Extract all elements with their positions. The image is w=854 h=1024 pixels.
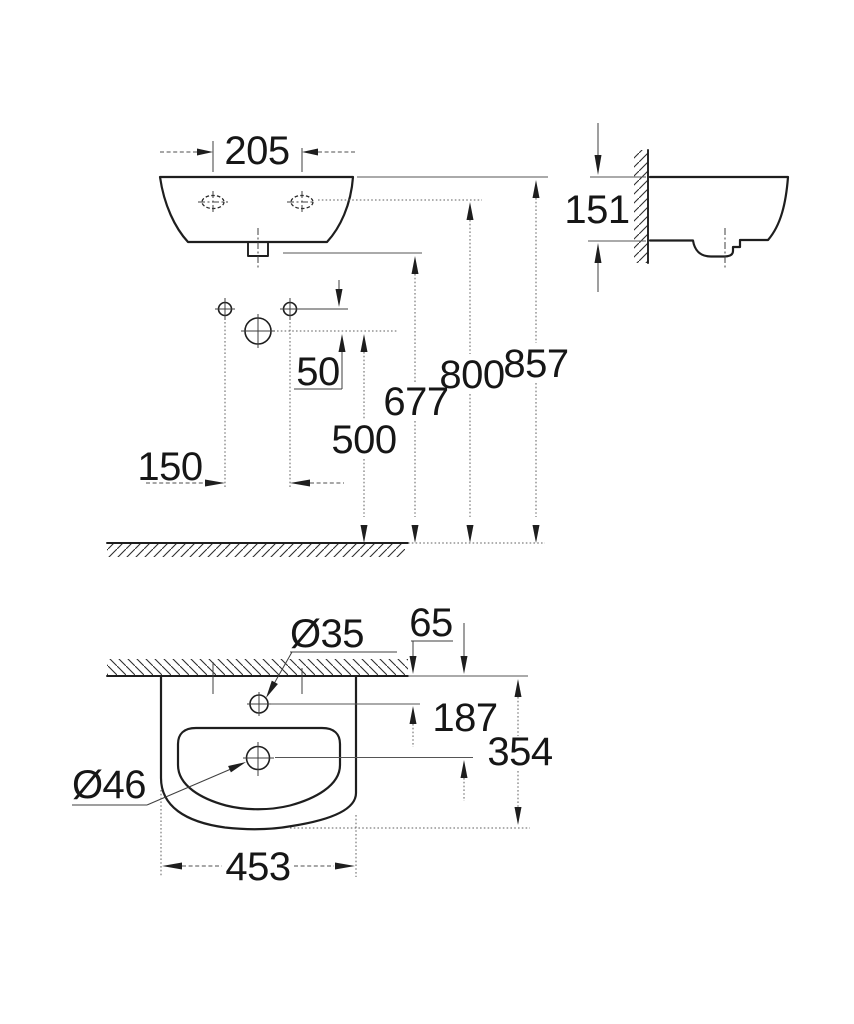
wall-hatch-plan	[107, 659, 408, 676]
arrowhead-up	[514, 679, 522, 697]
arrowhead-down	[466, 525, 474, 543]
dim-800-label: 800	[439, 353, 504, 397]
dim-500-label: 500	[331, 418, 396, 462]
leader-arrowhead	[228, 762, 246, 773]
arrowhead-down	[460, 656, 468, 674]
arrowhead-up	[532, 180, 540, 198]
dim-dia46-label: Ø46	[72, 763, 146, 807]
dimension-50: 50	[294, 280, 346, 394]
arrowhead-down	[360, 525, 368, 543]
wall-hatch-side	[634, 150, 648, 263]
dim-50-label: 50	[296, 350, 340, 394]
arrowhead-left	[290, 479, 310, 487]
dimension-205: 205	[160, 129, 355, 173]
leader-arrowhead	[266, 680, 278, 698]
dim-205-label: 205	[224, 129, 289, 173]
dim-150-label: 150	[137, 445, 202, 489]
leader-dia35: Ø35	[266, 612, 397, 698]
dim-354-label: 354	[487, 730, 552, 774]
dim-dia35-label: Ø35	[290, 612, 364, 656]
dim-857-label: 857	[503, 342, 568, 386]
arrowhead-up	[594, 243, 602, 263]
arrowhead-right	[335, 862, 355, 870]
arrowhead-down	[409, 656, 417, 674]
leader-dia46: Ø46	[72, 762, 246, 807]
tap-hole-plan	[247, 692, 420, 716]
front-view: 205 50	[106, 129, 569, 557]
arrowhead-up	[409, 706, 417, 724]
arrowhead-up	[411, 256, 419, 274]
arrowhead-up	[338, 334, 346, 352]
arrowhead-right	[205, 479, 225, 487]
dim-65-label: 65	[409, 601, 453, 645]
arrowhead-right	[197, 148, 213, 156]
arrowhead-down	[411, 525, 419, 543]
arrowhead-left	[302, 148, 318, 156]
dimension-187: 187	[432, 623, 498, 801]
dimension-65: 65	[409, 601, 453, 747]
dimension-453: 453	[160, 790, 357, 889]
arrowhead-up	[466, 202, 474, 220]
floor	[106, 542, 545, 557]
leader-line	[146, 768, 232, 806]
dim-187-label: 187	[432, 696, 497, 740]
arrowhead-up	[460, 760, 468, 778]
dimension-857: 857	[357, 176, 569, 543]
dimension-800: 800	[318, 199, 505, 543]
plan-view: Ø35 Ø46 65 187	[72, 601, 553, 889]
mounting-hole-left	[198, 191, 228, 213]
dimension-354: 354	[290, 679, 553, 829]
dimension-500: 500	[331, 334, 397, 543]
dimension-151: 151	[564, 123, 646, 292]
arrowhead-down	[594, 155, 602, 175]
arrowhead-up	[360, 334, 368, 352]
supply-hole-right	[280, 298, 348, 320]
dim-151-label: 151	[564, 188, 629, 232]
supply-hole-left	[215, 298, 235, 320]
arrowhead-left	[162, 862, 182, 870]
arrowhead-down	[335, 289, 343, 307]
dimension-150: 150	[137, 322, 344, 489]
dim-677-label: 677	[383, 380, 448, 424]
drain-hole-plan	[243, 742, 473, 776]
mounting-hole-right	[287, 191, 314, 213]
side-view: 151	[564, 123, 790, 292]
basin-plan-inner-outline	[176, 726, 342, 811]
arrowhead-down	[514, 807, 522, 825]
basin-front-outline	[158, 175, 355, 244]
basin-side-profile	[648, 175, 790, 258]
dimension-677: 677	[283, 252, 449, 543]
floor-hatch	[107, 544, 405, 557]
basin-plan-outer-outline	[159, 675, 358, 831]
drain-hole-front	[241, 314, 397, 348]
arrowhead-down	[532, 525, 540, 543]
dim-453-label: 453	[225, 845, 290, 889]
